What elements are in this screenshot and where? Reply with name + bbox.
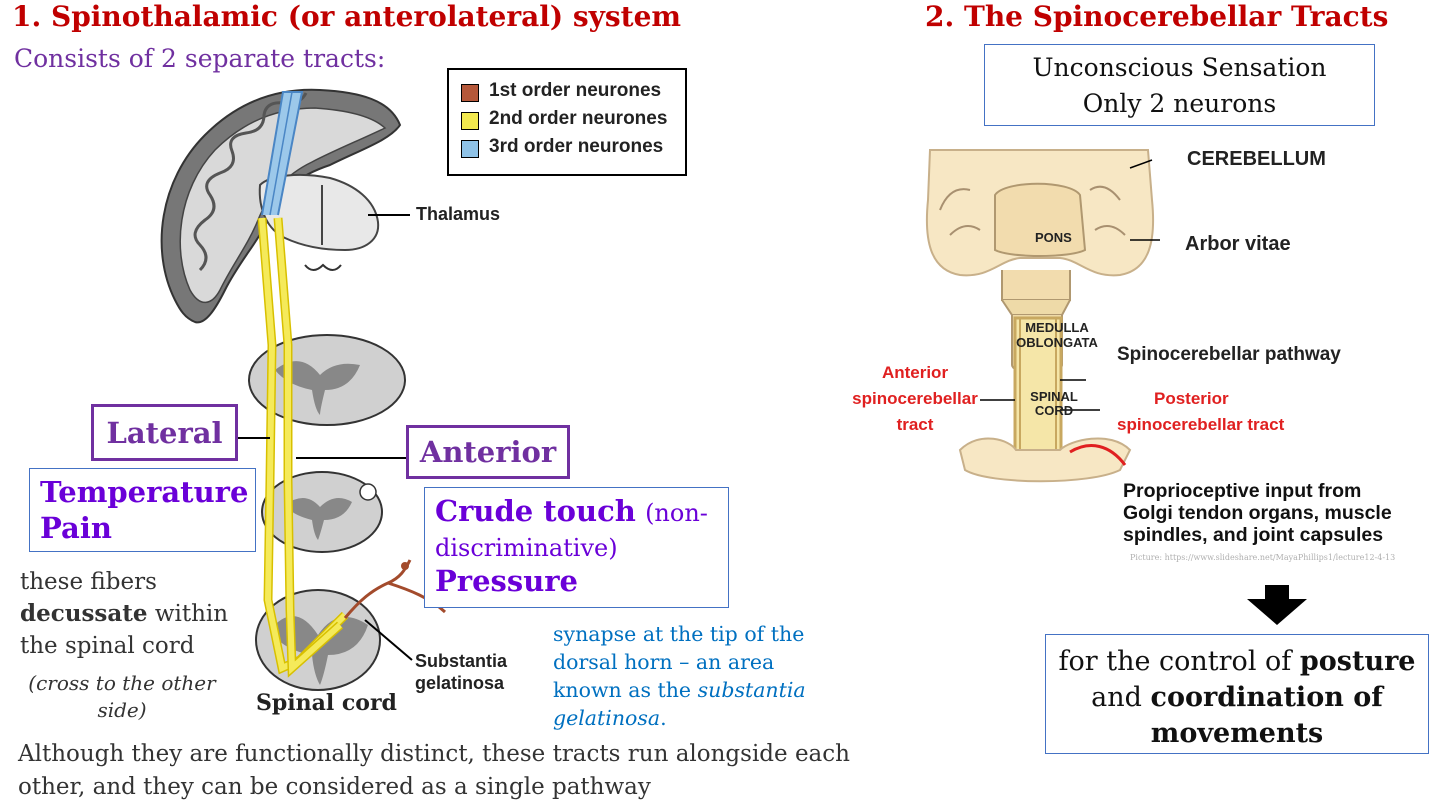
decussate-bold: decussate (20, 600, 148, 627)
substantia-pointer (364, 619, 413, 661)
unconscious-box: Unconscious Sensation Only 2 neurons (984, 44, 1375, 126)
legend-label-1st: 1st order neurones (489, 80, 662, 101)
brain-section (160, 88, 402, 324)
right-title: 2. The Spinocerebellar Tracts (925, 0, 1389, 33)
decussate-l3: the spinal cord (20, 633, 195, 659)
anterior-tract-label: Anterior spinocerebellar tract (842, 360, 988, 438)
control-coord: coordination of (1150, 682, 1383, 713)
cerebellum-diagram (925, 149, 1160, 483)
anterior-non: (non- (645, 499, 708, 527)
synapse-l2: dorsal horn – an area (553, 650, 775, 674)
decussate-note: (cross to the other side) (14, 670, 230, 724)
medulla-l2: OBLONGATA (1016, 335, 1098, 350)
medulla-l1: MEDULLA (1025, 320, 1089, 335)
ant-tract-l1: Anterior (881, 363, 949, 382)
synapse-italic2: gelatinosa (553, 706, 661, 730)
ant-tract-l2: spinocerebellar (852, 389, 978, 408)
legend-label-3rd: 3rd order neurones (489, 136, 664, 157)
lateral-pain: Pain (40, 511, 112, 545)
synapse-italic1: substantia (697, 678, 806, 702)
synapse-l1: synapse at the tip of the (553, 622, 805, 646)
legend-label-2nd: 2nd order neurones (489, 108, 668, 129)
arbor-vitae-label: Arbor vitae (1185, 233, 1291, 255)
decussate-text: these fibers decussate within the spinal… (20, 566, 228, 662)
proprioceptive-label: Proprioceptive input from Golgi tendon o… (1123, 480, 1429, 546)
spinocerebellar-pathway-label: Spinocerebellar pathway (1117, 344, 1341, 365)
legend: 1st order neurones 2nd order neurones 3r… (447, 68, 687, 176)
left-title: 1. Spinothalamic (or anterolateral) syst… (12, 0, 682, 33)
post-tract-l2: spinocerebellar tract (1117, 415, 1285, 434)
ant-tract-l3: tract (896, 415, 934, 434)
pons-label: PONS (1035, 230, 1072, 245)
spinal-r-l2: CORD (1034, 403, 1074, 418)
unconscious-l1: Unconscious Sensation (1032, 53, 1327, 82)
left-subtitle: Consists of 2 separate tracts: (14, 44, 386, 73)
control-box: for the control of posture and coordinat… (1045, 634, 1429, 754)
substantia-label: Substantia gelatinosa (415, 650, 507, 694)
control-posture: posture (1299, 646, 1416, 677)
control-movements: movements (1150, 718, 1324, 749)
bottom-l1: Although they are functionally distinct,… (18, 741, 850, 767)
cerebellum-label: CEREBELLUM (1187, 148, 1326, 170)
prop-l1: Proprioceptive input from (1123, 480, 1362, 502)
substantia-l1: Substantia (415, 651, 508, 671)
anterior-title: Anterior (419, 435, 557, 469)
spinal-slice-2 (261, 471, 383, 553)
prop-l2: Golgi tendon organs, muscle (1123, 502, 1392, 524)
decussate-l2: within (154, 601, 229, 627)
synapse-l3: known as the (553, 678, 692, 702)
post-tract-l1: Posterior (1154, 389, 1229, 408)
synapse-dot: . (660, 706, 667, 730)
medulla-label: MEDULLA OBLONGATA (1012, 320, 1102, 350)
anterior-discrim: discriminative) (435, 534, 618, 562)
spinal-cord-right-label: SPINAL CORD (1020, 390, 1088, 418)
bottom-text: Although they are functionally distinct,… (18, 738, 850, 804)
spinal-cord-label: Spinal cord (256, 690, 397, 716)
lateral-temperature: Temperature (40, 475, 249, 509)
anterior-crude: Crude touch (435, 494, 636, 528)
legend-swatch-2nd (461, 112, 479, 130)
lateral-title: Lateral (106, 415, 223, 450)
anterior-title-box: Anterior (406, 425, 570, 479)
bottom-l2: other, and they can be considered as a s… (18, 774, 651, 800)
posterior-tract-label: Posterior spinocerebellar tract (1117, 386, 1284, 438)
thalamus-label: Thalamus (416, 204, 501, 224)
spinothalamic-diagram (160, 88, 447, 691)
lateral-function-box: Temperature Pain (29, 468, 256, 552)
anterior-crude-line: Crude touch (non- (435, 494, 708, 528)
unconscious-l2: Only 2 neurons (1082, 89, 1277, 118)
control-pre: for the control of (1058, 646, 1292, 677)
decussate-i1: (cross to the other (28, 671, 216, 695)
prop-l3: spindles, and joint capsules (1123, 524, 1384, 546)
anterior-pressure: Pressure (435, 564, 579, 598)
lateral-title-box: Lateral (91, 404, 238, 461)
legend-swatch-1st (461, 84, 479, 102)
anterior-function-box: Crude touch (non- discriminative) Pressu… (424, 487, 729, 608)
decussate-l1: these fibers (20, 569, 157, 595)
legend-swatch-3rd (461, 140, 479, 158)
control-and: and (1091, 682, 1142, 713)
picture-credit: Picture: https://www.slideshare.net/Maya… (1130, 553, 1396, 562)
substantia-l2: gelatinosa (415, 673, 505, 693)
decussate-i2: side) (97, 698, 147, 722)
spinal-r-l1: SPINAL (1030, 389, 1078, 404)
down-arrow-icon (1247, 585, 1307, 625)
synapse-text: synapse at the tip of the dorsal horn – … (553, 620, 806, 732)
